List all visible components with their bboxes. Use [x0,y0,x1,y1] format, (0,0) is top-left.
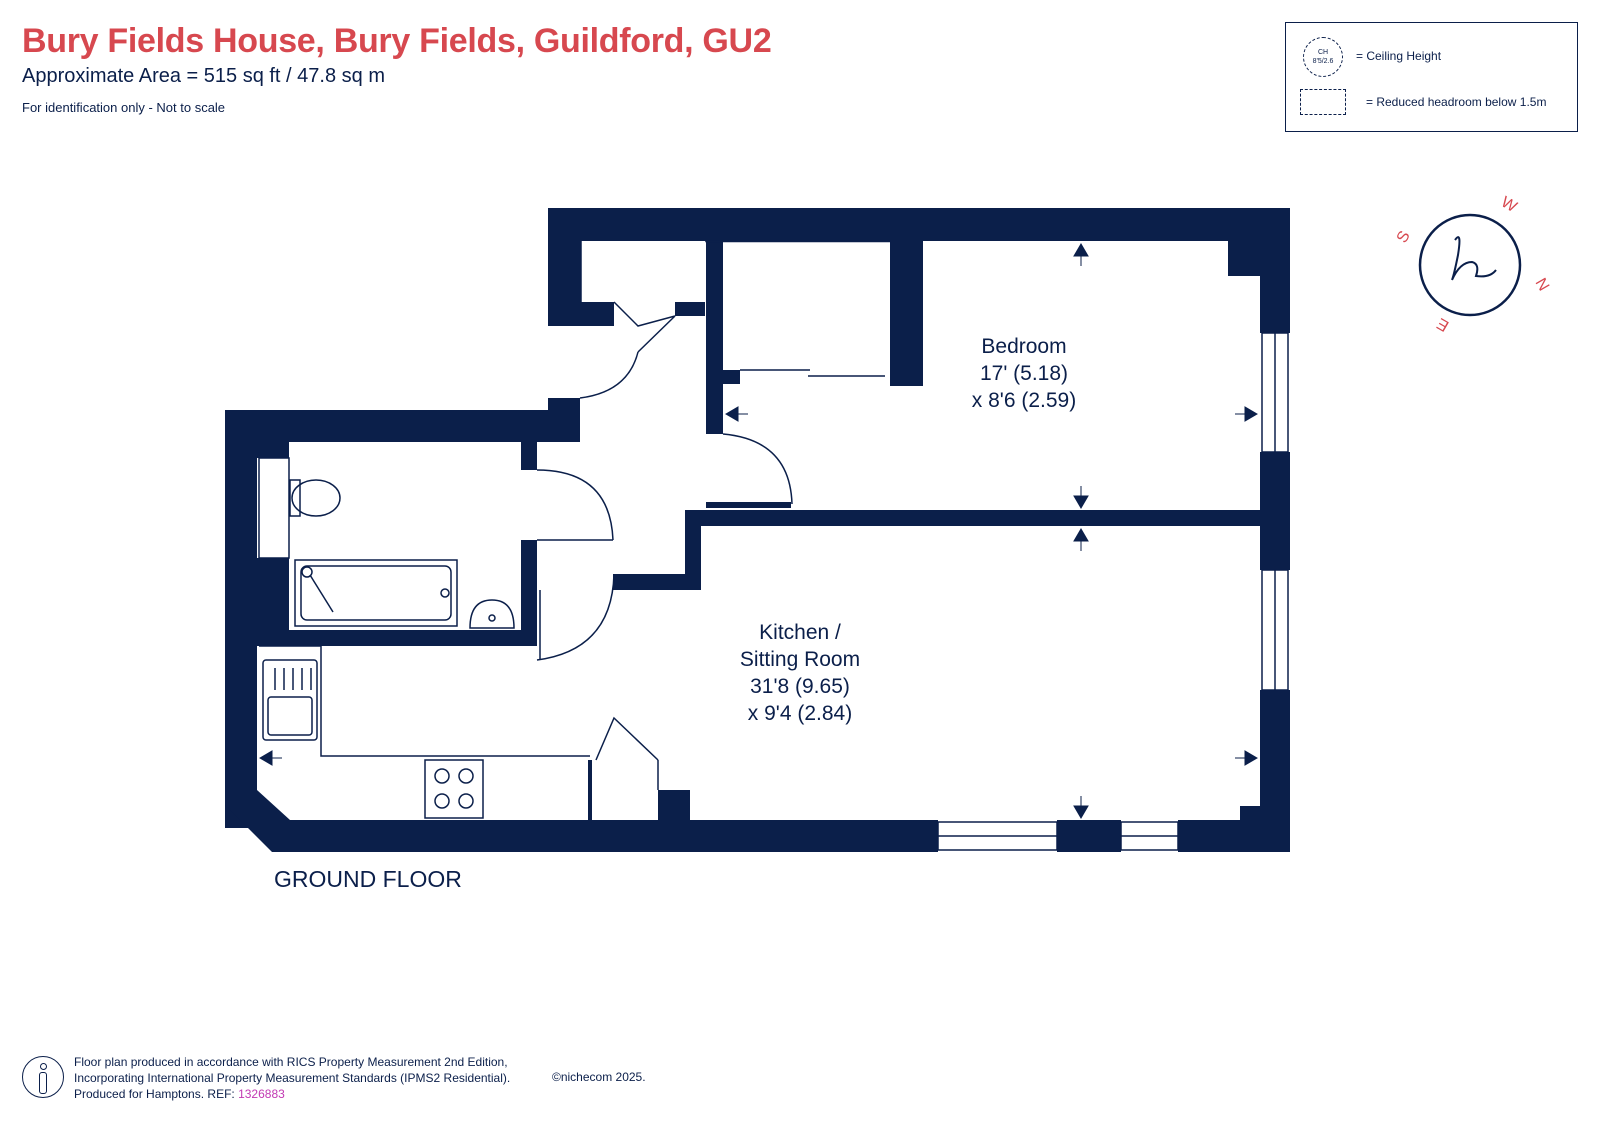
wall-left-top-thick [225,410,289,458]
header: Bury Fields House, Bury Fields, Guildfor… [22,22,772,115]
wall-bath-right-upper [521,440,537,470]
toilet-icon [291,479,341,517]
approximate-area: Approximate Area = 515 sq ft / 47.8 sq m [22,65,385,87]
reference-number: 1326883 [238,1087,285,1101]
wall-wardrobe-stub [723,370,740,384]
kitchen-worktop [259,645,590,757]
wall-top [548,208,1290,241]
footer-line-3-prefix: Produced for Hamptons. REF: [74,1087,235,1101]
arrow-bedroom-bottom [1073,495,1089,509]
reduced-headroom-icon [1300,89,1346,115]
wall-wardrobe-left [706,241,723,434]
wall-right-upper [1260,208,1290,333]
bedroom-dim2: x 8'6 (2.59) [971,389,1077,412]
bedroom-dim1: 17' (5.18) [979,362,1069,385]
hob-icon [424,759,484,819]
dimension-arrows [259,243,1258,819]
wall-bath-right-lower [521,540,537,646]
footer-line-2: Incorporating International Property Mea… [74,1071,511,1085]
arrow-kitchen-top [1073,528,1089,542]
wall-hall-stub-right [675,302,705,316]
wall-bottom-left [225,790,938,852]
page-title: Bury Fields House, Bury Fields, Guildfor… [22,22,772,60]
arrow-bedroom-left [725,406,739,422]
wall-bath-left [225,558,289,630]
walls [225,208,1290,852]
wall-bottom-mid [1057,820,1121,852]
kitchen-fixtures [259,645,590,819]
wall-bottom-right [1178,820,1290,852]
arrow-bedroom-top [1073,243,1089,257]
disclaimer: For identification only - Not to scale [22,100,226,115]
bedroom-name: Bedroom [981,335,1067,358]
wall-wardrobe-stub2 [890,370,923,386]
bath-icon [294,559,458,627]
wall-kitchen-hall-bottom [613,574,701,590]
footer-line-1: Floor plan produced in accordance with R… [74,1055,508,1069]
footer-line-3: Produced for Hamptons. REF: 1326883 [74,1086,510,1102]
door-bathroom-arc [536,469,614,541]
bedroom-label: Bedroom 17' (5.18) x 8'6 (2.59) [944,333,1104,414]
door-cupboard [595,716,659,761]
ceiling-symbol-top: CH [1317,49,1329,56]
arrow-kitchen-bottom [1073,805,1089,819]
ceiling-symbol-bottom: 8'5/2.6 [1312,58,1334,65]
wall-bath-top-join [548,398,580,442]
bathroom-fixtures [289,479,515,629]
wall-cupboard-left [588,760,592,820]
door-kitchen-arc [536,573,615,661]
kitchen-name-1: Kitchen / [759,621,841,644]
kitchen-dim1: 31'8 (9.65) [750,675,850,698]
wall-kitchen-hall [685,510,701,590]
wall-bedroom-door-sill [706,502,791,508]
arrow-bedroom-right [1244,406,1258,422]
windows [258,332,1289,851]
copyright: ©nichecom 2025. [552,1070,646,1084]
floor-label: GROUND FLOOR [274,866,462,892]
sink-icon [262,659,318,741]
wall-bath-bottom [225,630,537,646]
arrow-kitchen-right [1244,750,1258,766]
footer-text: Floor plan produced in accordance with R… [74,1054,510,1102]
wall-hall-stub [548,302,614,326]
wall-right-middle [1260,452,1290,570]
window-bathroom [258,457,290,559]
door-entry-arc [579,351,639,399]
wall-bedroom-kitchen [699,510,1260,526]
washbasin-icon [469,599,515,629]
wall-wardrobe-right [890,241,923,386]
ceiling-height-label: = Ceiling Height [1356,49,1442,63]
door-entry [613,301,676,327]
legend-box: CH 8'5/2.6 = Ceiling Height = Reduced he… [1285,22,1578,132]
doors [536,240,891,790]
reduced-headroom-label: = Reduced headroom below 1.5m [1366,95,1547,109]
ceiling-height-icon: CH 8'5/2.6 [1303,37,1343,77]
kitchen-name-2: Sitting Room [739,648,861,671]
kitchen-label: Kitchen / Sitting Room 31'8 (9.65) x 9'4… [710,619,890,727]
door-bedroom-arc [722,433,793,505]
info-person-icon [22,1056,64,1098]
wall-cupboard-right [658,790,690,852]
kitchen-dim2: x 9'4 (2.84) [747,702,853,725]
arrow-kitchen-left [259,750,273,766]
